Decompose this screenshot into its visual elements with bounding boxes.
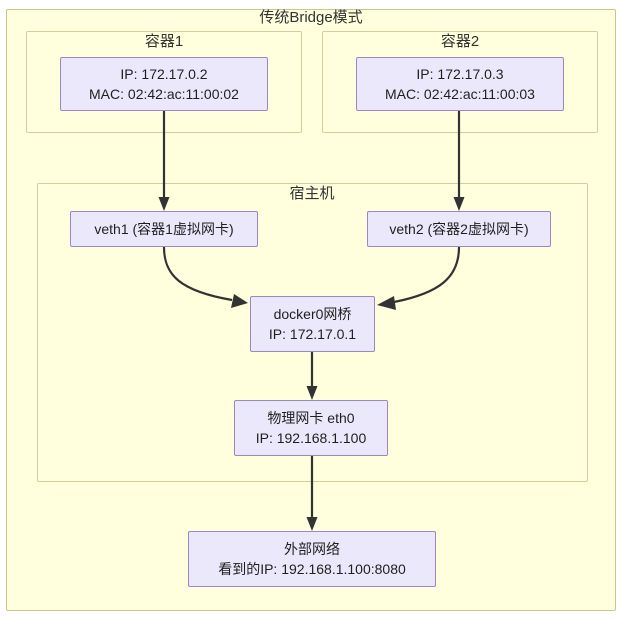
node-docker0-title: docker0网桥 bbox=[273, 306, 352, 322]
node-external-network-title: 外部网络 bbox=[284, 541, 340, 557]
cluster-label-container2: 容器2 bbox=[440, 33, 480, 50]
node-docker0-bridge[interactable]: docker0网桥 IP: 172.17.0.1 bbox=[250, 296, 375, 352]
node-container2-mac: MAC: 02:42:ac:11:00:03 bbox=[385, 86, 535, 102]
node-physical-nic-eth0[interactable]: 物理网卡 eth0 IP: 192.168.1.100 bbox=[234, 400, 388, 456]
node-container2-ip: IP: 172.17.0.3 bbox=[416, 66, 504, 82]
node-docker0-ip: IP: 172.17.0.1 bbox=[268, 326, 357, 342]
node-container1-netinfo[interactable]: IP: 172.17.0.2 MAC: 02:42:ac:11:00:02 bbox=[60, 57, 268, 111]
node-eth0-ip: IP: 192.168.1.100 bbox=[255, 430, 367, 446]
node-veth1[interactable]: veth1 (容器1虚拟网卡) bbox=[70, 211, 258, 247]
cluster-label-traditional-bridge-mode: 传统Bridge模式 bbox=[259, 9, 363, 26]
node-container1-mac: MAC: 02:42:ac:11:00:02 bbox=[89, 86, 239, 102]
node-veth1-label: veth1 (容器1虚拟网卡) bbox=[94, 221, 234, 237]
node-veth2-label: veth2 (容器2虚拟网卡) bbox=[389, 221, 529, 237]
cluster-label-host-machine: 宿主机 bbox=[289, 185, 335, 202]
node-container2-netinfo[interactable]: IP: 172.17.0.3 MAC: 02:42:ac:11:00:03 bbox=[356, 57, 564, 111]
cluster-label-container1: 容器1 bbox=[144, 33, 184, 50]
node-container1-ip: IP: 172.17.0.2 bbox=[120, 66, 208, 82]
node-veth2[interactable]: veth2 (容器2虚拟网卡) bbox=[367, 211, 551, 247]
node-external-network[interactable]: 外部网络 看到的IP: 192.168.1.100:8080 bbox=[188, 531, 436, 587]
node-external-network-observed-ip: 看到的IP: 192.168.1.100:8080 bbox=[218, 561, 406, 577]
node-eth0-title: 物理网卡 eth0 bbox=[267, 410, 355, 426]
